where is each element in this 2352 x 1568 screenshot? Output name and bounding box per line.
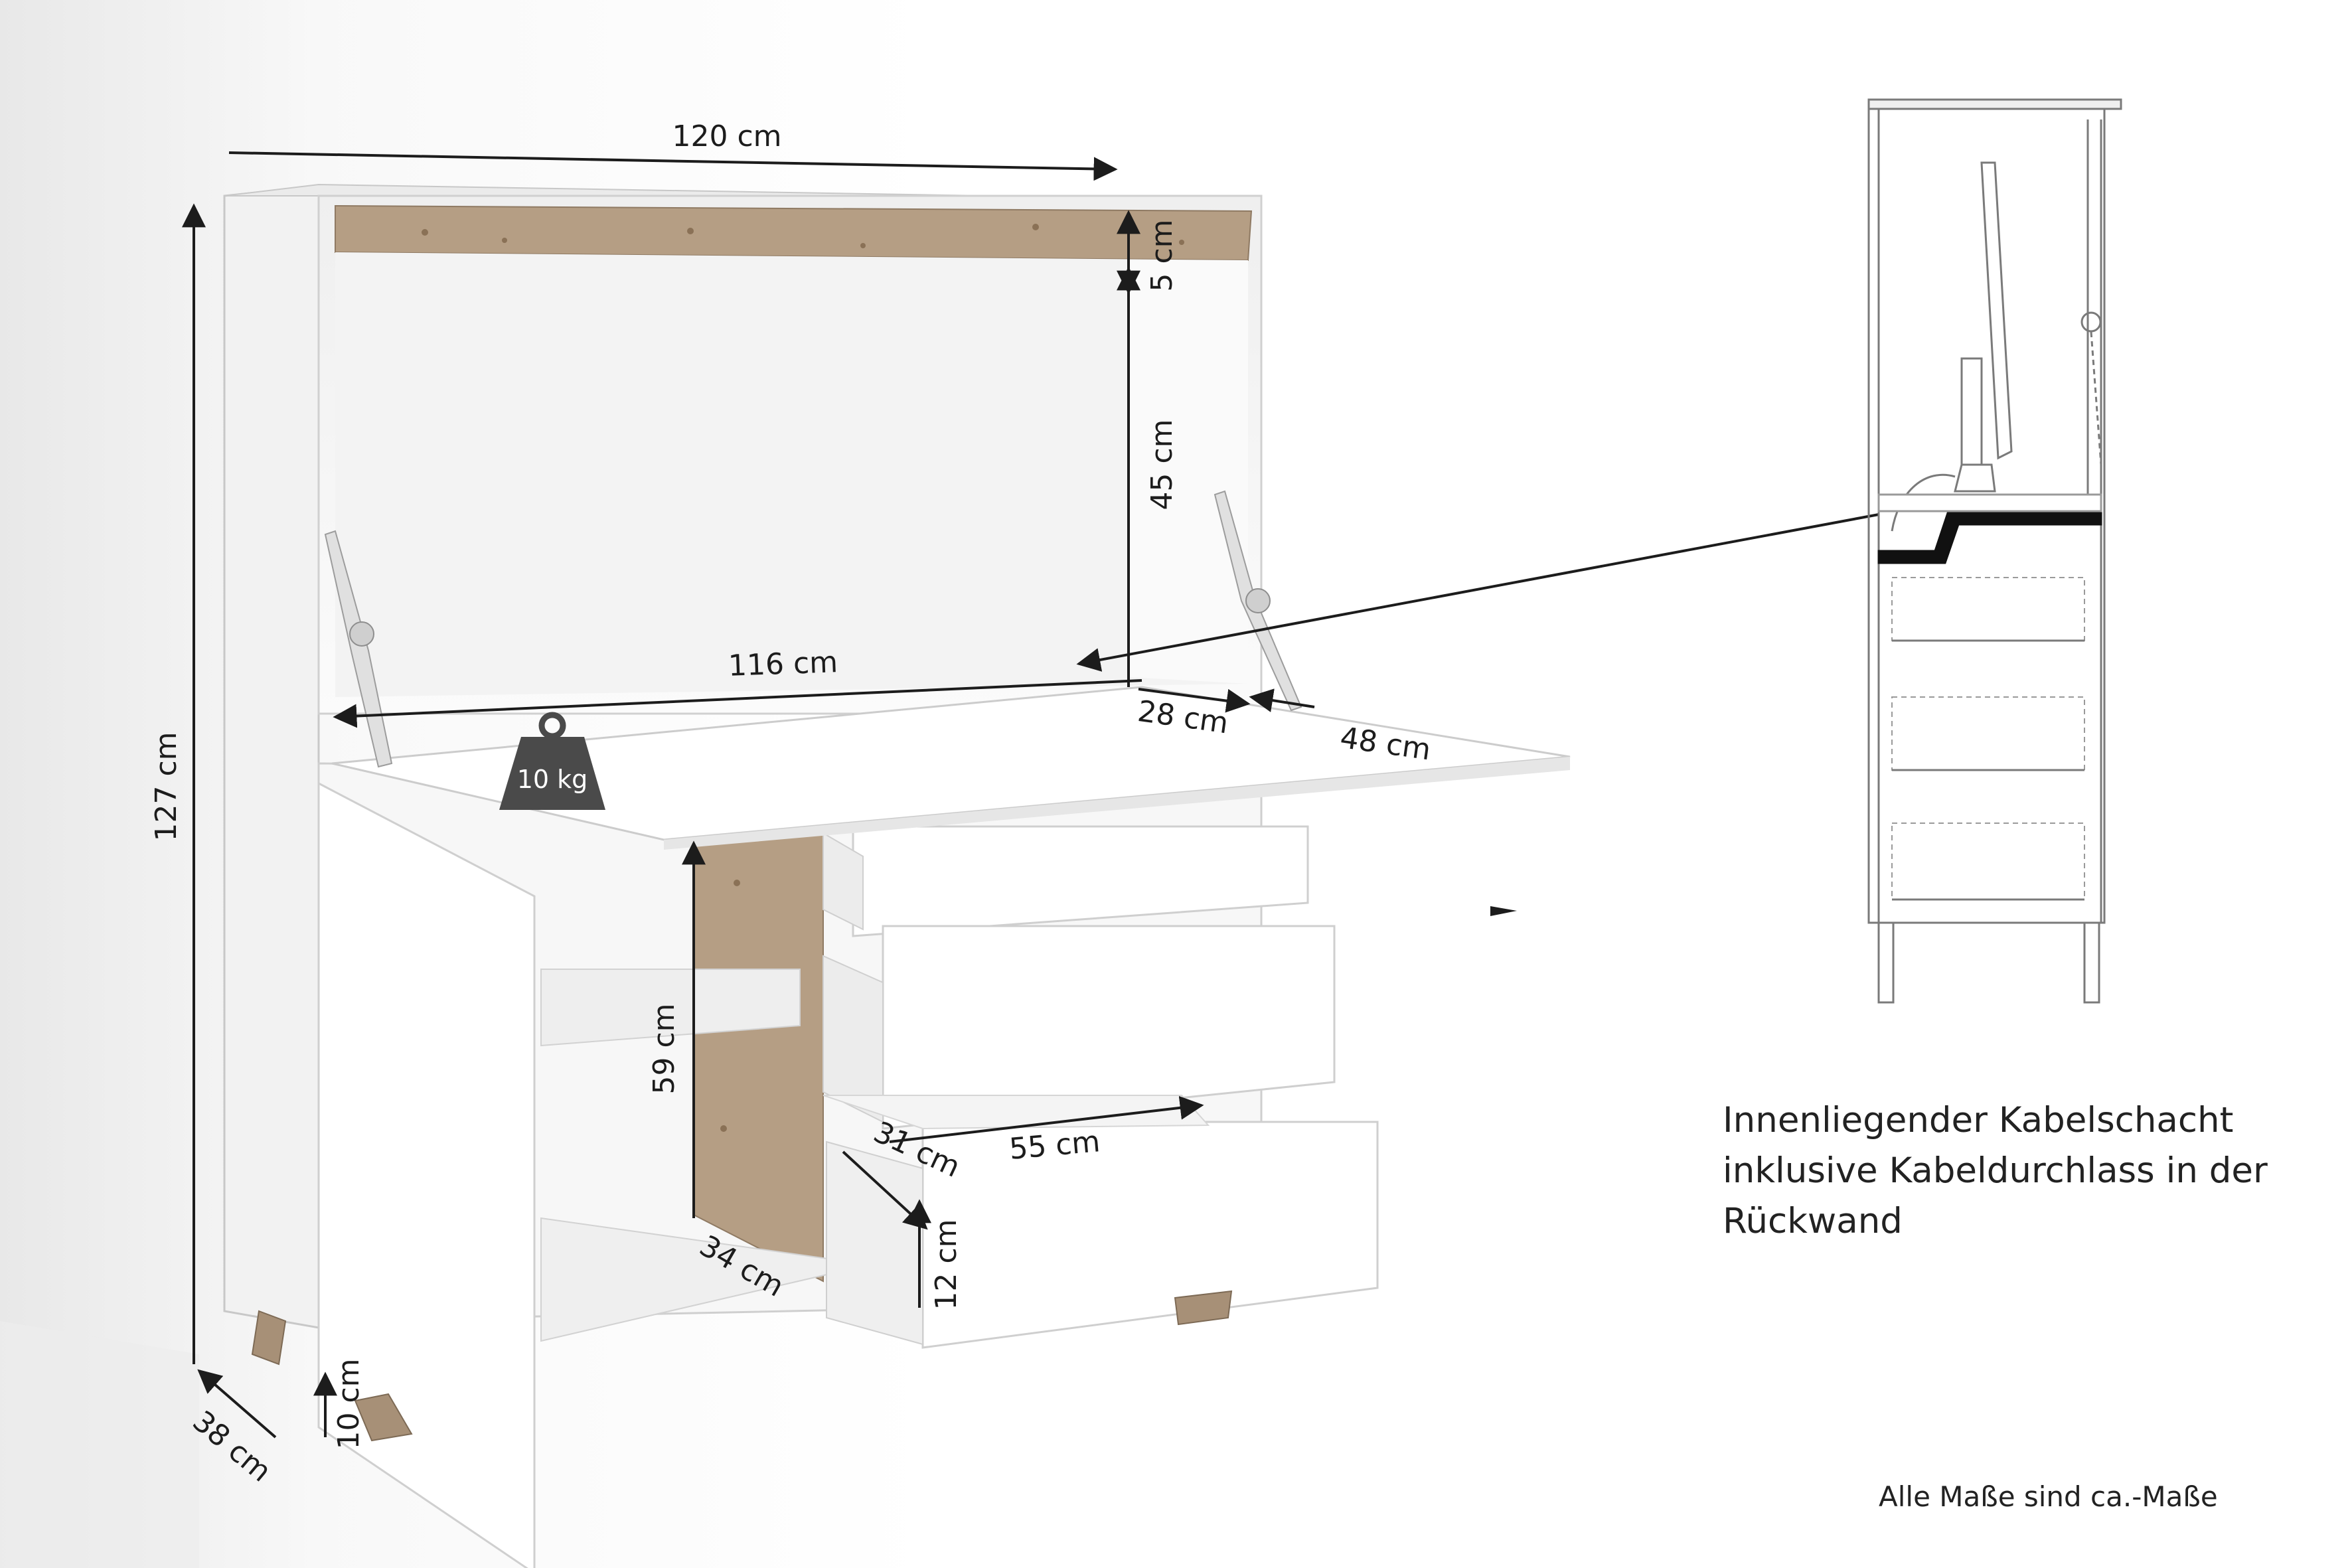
dim-line-desk-flap-depth <box>1249 688 1315 712</box>
dim-label-leg-height: 10 cm <box>332 1358 366 1449</box>
leg-front-left <box>354 1393 413 1442</box>
small-arrow-marker <box>1490 906 1517 916</box>
dim-label-width-top: 120 cm <box>672 119 781 153</box>
dim-line-desk-width <box>333 679 1142 728</box>
dim-line-width-top <box>228 151 1118 181</box>
section-cable <box>1891 473 1956 532</box>
dim-label-height-total: 127 cm <box>149 732 183 841</box>
legs <box>251 1290 1233 1442</box>
left-door <box>317 781 536 1568</box>
section-monitor <box>1980 161 2013 460</box>
weight-icon: 10 kg <box>499 712 605 810</box>
dim-label-desk-width: 116 cm <box>728 645 838 683</box>
desk-flap <box>324 490 1571 850</box>
leader-cable-channel <box>1076 513 1879 672</box>
cable-channel-note: Innenliegender Kabelschacht inklusive Ka… <box>1723 1095 2320 1247</box>
dim-label-drawer-width: 55 cm <box>1008 1125 1101 1166</box>
cabinet-side-panel <box>223 185 320 1329</box>
inner-right-wall <box>1129 260 1248 684</box>
shelf <box>540 969 801 1047</box>
measurement-footnote: Alle Maße sind ca.-Maße <box>1879 1480 2218 1513</box>
section-leg-left <box>1877 921 1895 1004</box>
dim-line-desk-inner-depth <box>1138 688 1251 713</box>
cable-note-line1: Innenliegender Kabelschacht <box>1723 1100 2234 1140</box>
dim-line-drawer-width <box>889 1095 1204 1143</box>
cabinet <box>223 183 1379 1568</box>
section-drawer-3 <box>1891 823 2085 900</box>
section-top-board <box>1867 98 2122 110</box>
weight-label: 10 kg <box>517 765 588 794</box>
dim-label-side-height: 59 cm <box>647 1003 681 1094</box>
dimension-lines <box>182 151 1879 1439</box>
inner-back-wall <box>335 252 1248 697</box>
dim-label-compartment: 45 cm <box>1145 419 1179 510</box>
cable-note-line3: Rückwand <box>1723 1201 1903 1241</box>
oak-divider <box>693 822 824 1283</box>
oak-top-strip <box>335 204 1253 262</box>
leg-back-left <box>251 1310 287 1366</box>
section-leg-right <box>2083 921 2100 1004</box>
drawers <box>823 825 1379 1349</box>
cable-note-line2: inklusive Kabeldurchlass in der <box>1723 1150 2268 1191</box>
section-drawer-2 <box>1891 696 2085 771</box>
oak-knots <box>422 224 1184 248</box>
cabinet-floor <box>540 1217 870 1342</box>
gas-strut-left <box>324 530 393 768</box>
dim-label-top-strip: 5 cm <box>1145 219 1179 291</box>
dim-label-drawer-height: 12 cm <box>929 1219 963 1310</box>
dim-line-drawer-depth <box>842 1150 928 1230</box>
drawer-bottom-open <box>921 1121 1379 1349</box>
section-cable-channel <box>1877 510 2102 564</box>
cross-section-view <box>1867 98 2122 1004</box>
dim-line-depth <box>197 1369 277 1439</box>
leg-right <box>1174 1290 1233 1326</box>
section-drawer-1 <box>1891 577 2085 641</box>
